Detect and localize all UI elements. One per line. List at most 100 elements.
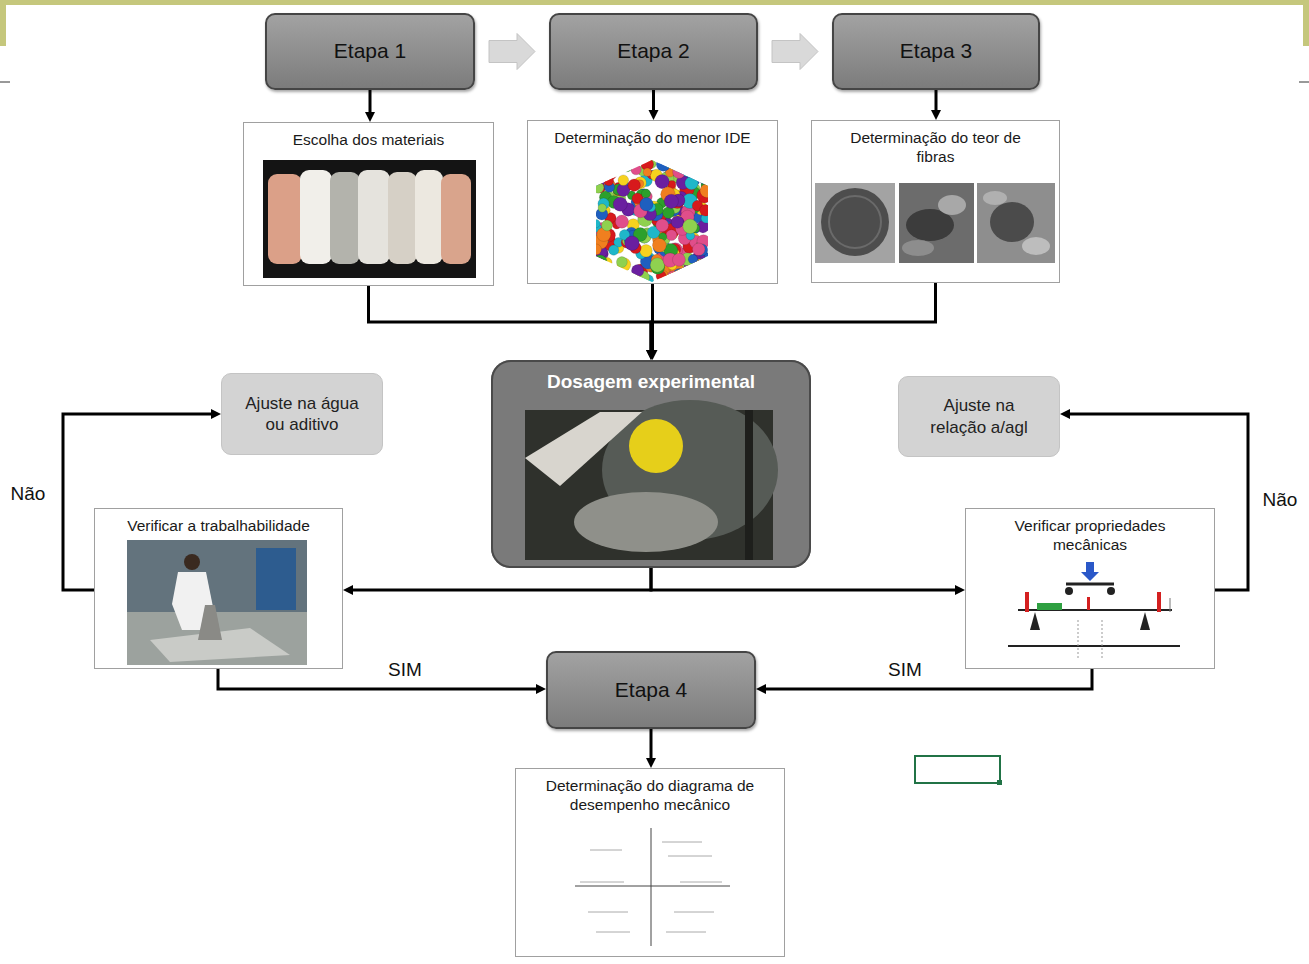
mixer-photo	[525, 400, 778, 560]
selection-rect	[915, 756, 1000, 783]
particle	[604, 266, 617, 279]
red-bar	[1025, 592, 1029, 612]
particle	[655, 175, 669, 189]
support	[1030, 612, 1040, 630]
photo-ground	[815, 183, 895, 263]
particle	[598, 204, 606, 212]
particle	[615, 215, 628, 228]
particle	[677, 270, 688, 281]
photo-ground	[977, 183, 1055, 263]
photo-ground	[127, 540, 307, 665]
particle	[592, 219, 600, 227]
particle-cube	[590, 154, 714, 286]
particle	[673, 166, 686, 179]
particle	[591, 267, 601, 277]
particle	[656, 219, 669, 232]
photo-detail	[629, 419, 683, 473]
image-card: Escolha dos materiais	[243, 122, 494, 286]
connector-arrow	[369, 286, 652, 352]
particle	[613, 158, 624, 169]
frame-tick	[0, 82, 10, 83]
particle	[640, 198, 653, 211]
particle	[631, 164, 641, 174]
particle	[693, 266, 704, 277]
powder-sample	[330, 172, 360, 264]
check-box: Verificar a trabalhabilidade	[94, 508, 343, 669]
edge-label: SIM	[386, 659, 424, 682]
powder-sample	[441, 174, 471, 264]
particle	[600, 166, 611, 177]
connector-arrow	[63, 414, 213, 590]
selection-frame	[915, 756, 1002, 785]
particle	[698, 160, 707, 169]
particle	[697, 156, 710, 169]
load-arrow	[1081, 562, 1099, 581]
particle	[628, 179, 640, 191]
particle	[650, 258, 664, 272]
chart-mark	[674, 912, 714, 913]
node-text: Verificar propriedades mecânicas	[995, 516, 1185, 555]
dim-tick	[1078, 620, 1079, 660]
particle	[608, 161, 619, 172]
particle	[664, 194, 678, 208]
node-text: Dosagem experimental	[547, 370, 755, 394]
particle	[606, 169, 617, 180]
photo-detail	[1022, 237, 1050, 255]
check-box: Verificar propriedades mecânicas	[965, 508, 1215, 669]
particle	[591, 171, 602, 182]
powder-sample	[388, 172, 417, 264]
connector-arrow	[764, 669, 1092, 689]
particle	[591, 244, 602, 255]
chart-mark	[580, 882, 624, 883]
particle	[641, 189, 650, 198]
node-text: Determinação do teor de fibras	[833, 128, 1038, 167]
connector-arrow	[651, 568, 957, 590]
chart-mark	[666, 932, 706, 933]
base-line	[1008, 645, 1180, 647]
adjust-box: Ajuste na água ou aditivo	[221, 373, 383, 455]
beam-schematic	[1008, 562, 1180, 660]
image-card: Determinação do menor IDE	[527, 120, 778, 284]
particle	[689, 169, 699, 179]
particle	[699, 173, 711, 185]
connector-arrow	[1068, 414, 1248, 590]
particle	[625, 236, 640, 251]
photo-detail	[256, 548, 296, 610]
node-text: Etapa 2	[617, 38, 689, 64]
node-text: Determinação do diagrama de desempenho m…	[528, 776, 773, 815]
particle	[618, 175, 629, 186]
particle	[656, 157, 670, 171]
particle	[610, 165, 620, 175]
node-text: Determinação do menor IDE	[554, 128, 750, 147]
connector-arrow	[650, 729, 653, 760]
photo-detail	[821, 188, 889, 256]
chart-axis	[651, 828, 652, 946]
particle	[595, 258, 604, 267]
particle	[672, 253, 685, 266]
particle	[598, 161, 607, 170]
particle	[692, 243, 705, 256]
stage-box: Etapa 2	[549, 13, 758, 90]
particle	[616, 270, 630, 284]
photo-ground	[263, 160, 476, 278]
powder-sample	[358, 170, 390, 264]
edge-label: SIM	[886, 659, 924, 682]
particle	[601, 168, 609, 176]
particle	[693, 161, 704, 172]
particle	[700, 205, 711, 216]
load-spreader	[1066, 583, 1114, 586]
dim-tick	[1170, 598, 1171, 612]
particle	[693, 154, 708, 169]
particle	[598, 154, 610, 166]
particle	[687, 159, 700, 172]
dim-tick	[1102, 620, 1103, 660]
particle	[697, 263, 710, 276]
particle	[675, 158, 685, 168]
red-bar	[1157, 592, 1161, 612]
connector-group	[63, 34, 1248, 761]
chart-mark	[662, 842, 702, 843]
particle	[699, 163, 708, 172]
chart-axis	[575, 886, 730, 887]
node-text: Ajuste na água ou aditivo	[237, 393, 367, 436]
particle	[689, 161, 699, 171]
